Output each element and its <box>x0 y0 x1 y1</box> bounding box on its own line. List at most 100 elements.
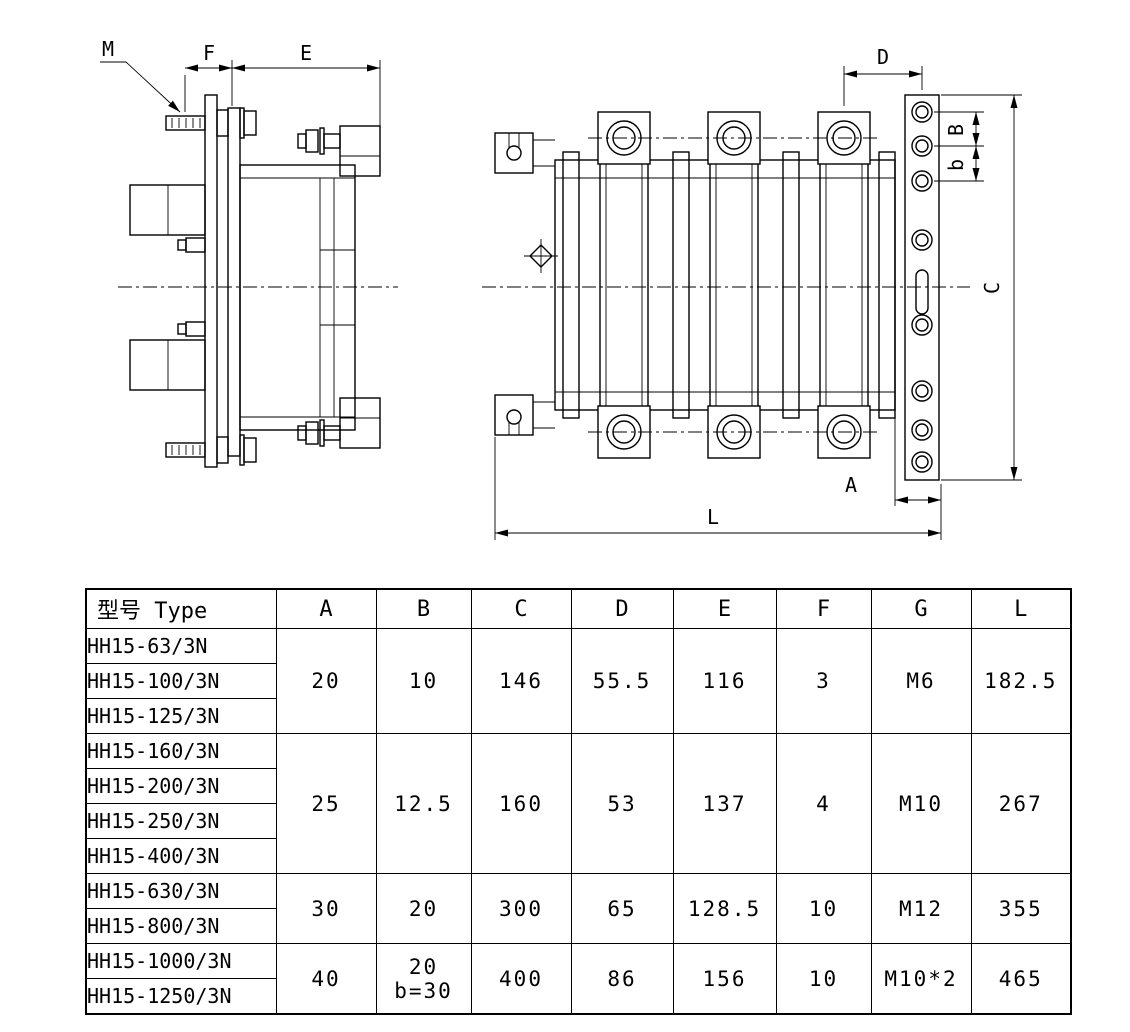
value-c: 300 <box>470 873 572 944</box>
value-b: 12.5 <box>375 733 472 874</box>
hex-nut <box>216 109 229 137</box>
table-row: HH15-800/3N <box>85 908 1071 944</box>
bolt-shank <box>323 133 341 149</box>
table-row: HH15-1250/3N <box>85 978 1071 1015</box>
value-d: 86 <box>570 943 674 1015</box>
model-cell: HH15-160/3N <box>85 733 277 769</box>
bolt-tip <box>297 133 307 149</box>
front-view-dimensions: D B b C A L <box>494 45 1022 540</box>
table-row: HH15-400/3N <box>85 838 1071 874</box>
value-f: 10 <box>775 943 872 1015</box>
header-b: B <box>375 588 472 629</box>
table-row: HH15-100/3N <box>85 663 1071 699</box>
aux-terminal <box>911 101 933 123</box>
side-view: M F E <box>100 37 398 468</box>
value-l: 267 <box>970 733 1072 874</box>
dim-label-d: D <box>877 45 889 69</box>
model-cell: HH15-400/3N <box>85 838 277 874</box>
value-c: 146 <box>470 628 572 734</box>
upper-terminal-bracket <box>297 125 381 177</box>
value-c: 400 <box>470 943 572 1015</box>
technical-drawing: M F E <box>100 37 1022 540</box>
value-f: 10 <box>775 873 872 944</box>
aux-terminal <box>911 229 933 251</box>
table-header-row: 型号 Type A B C D E F G L <box>85 588 1072 629</box>
value-a: 40 <box>275 943 377 1015</box>
model-cell: HH15-250/3N <box>85 803 277 839</box>
pole-1 <box>597 111 651 459</box>
value-l: 465 <box>970 943 1072 1015</box>
dim-label-c: C <box>980 282 1004 294</box>
mounting-bracket-bottom <box>494 394 555 436</box>
dim-label-a: A <box>845 473 857 497</box>
inner-plate <box>227 107 241 457</box>
table-row: HH15-160/3N 25 12.5 160 53 137 4 M10 267 <box>85 733 1072 874</box>
value-d: 65 <box>570 873 674 944</box>
middle-stud-lower <box>177 321 206 337</box>
header-type: 型号 Type <box>85 588 277 629</box>
leader-line-m <box>100 61 181 113</box>
dim-label-l: L <box>707 505 719 529</box>
divider-bar <box>672 151 690 419</box>
side-view-geometry <box>118 94 398 468</box>
aux-terminal <box>911 419 933 441</box>
bolt-shank <box>323 425 341 441</box>
aux-terminal <box>911 135 933 157</box>
aux-terminal <box>911 314 933 336</box>
model-cell: HH15-63/3N <box>85 628 277 664</box>
value-d: 53 <box>570 733 674 874</box>
aux-terminal <box>911 380 933 402</box>
aux-terminal <box>911 451 933 473</box>
lower-terminal-bracket <box>297 397 381 449</box>
hex-nut <box>305 129 319 153</box>
mounting-bracket-top <box>494 132 555 174</box>
upper-body-block <box>129 184 206 236</box>
side-view-dimensions: M F E <box>100 37 381 126</box>
dim-label-e: E <box>300 41 312 65</box>
model-cell: HH15-125/3N <box>85 698 277 734</box>
header-e: E <box>672 588 777 629</box>
bolt-tip <box>297 425 307 441</box>
datum-diamond <box>524 239 558 273</box>
value-e: 156 <box>672 943 777 1015</box>
dim-label-m: M <box>102 37 114 61</box>
value-a: 25 <box>275 733 377 874</box>
middle-stud-upper <box>177 237 206 253</box>
model-cell: HH15-800/3N <box>85 908 277 944</box>
value-g: M10*2 <box>870 943 972 1015</box>
lower-body-block <box>129 339 206 391</box>
table-row: HH15-125/3N <box>85 698 1071 734</box>
aux-terminal <box>911 170 933 192</box>
value-e: 137 <box>672 733 777 874</box>
pole-2 <box>707 111 761 459</box>
value-b: 20 <box>375 873 472 944</box>
table-row: HH15-63/3N 20 10 146 55.5 116 3 M6 182.5 <box>85 628 1072 734</box>
header-a: A <box>275 588 377 629</box>
value-b: 10 <box>375 628 472 734</box>
value-f: 3 <box>775 628 872 734</box>
mounting-hole <box>506 145 522 161</box>
header-l: L <box>970 588 1072 629</box>
value-f: 4 <box>775 733 872 874</box>
value-g: M6 <box>870 628 972 734</box>
value-g: M12 <box>870 873 972 944</box>
table-row: HH15-630/3N 30 20 300 65 128.5 10 M12 35… <box>85 873 1072 944</box>
hex-nut <box>243 437 257 463</box>
value-l: 182.5 <box>970 628 1072 734</box>
value-e: 128.5 <box>672 873 777 944</box>
model-cell: HH15-1000/3N <box>85 943 277 979</box>
dim-label-b-lower: b <box>944 159 968 171</box>
header-g: G <box>870 588 972 629</box>
model-cell: HH15-100/3N <box>85 663 277 699</box>
divider-bar <box>562 151 580 419</box>
value-a: 20 <box>275 628 377 734</box>
hex-nut <box>243 110 257 136</box>
model-cell: HH15-1250/3N <box>85 978 277 1015</box>
auxiliary-terminal-strip <box>904 94 940 481</box>
front-view-geometry <box>482 94 970 481</box>
hex-nut <box>305 421 319 445</box>
header-d: D <box>570 588 674 629</box>
dim-label-f: F <box>203 41 215 65</box>
value-g: M10 <box>870 733 972 874</box>
table-row: HH15-250/3N <box>85 803 1071 839</box>
